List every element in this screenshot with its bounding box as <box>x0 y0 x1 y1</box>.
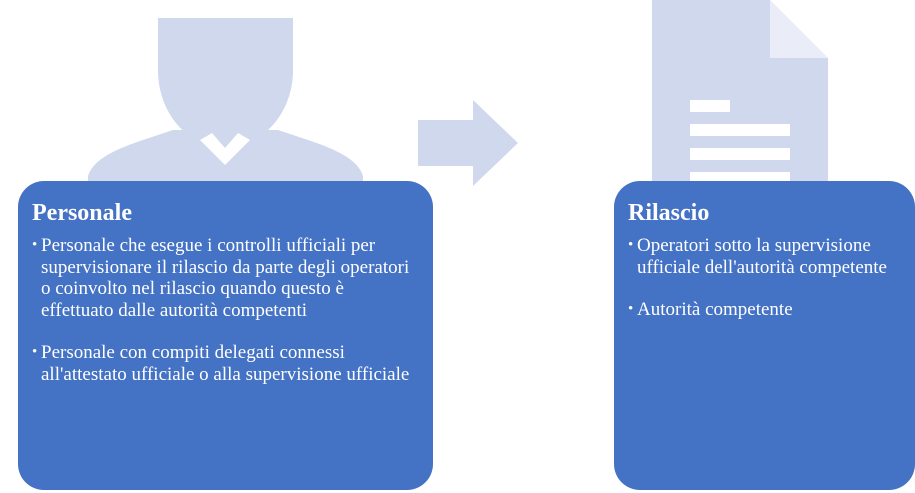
personale-item: Personale con compiti delegati connessi … <box>32 342 419 385</box>
personale-list: Personale che esegue i controlli ufficia… <box>32 235 419 385</box>
personale-title: Personale <box>32 200 132 226</box>
personale-card: Personale Personale che esegue i control… <box>18 181 433 490</box>
arrow-right-icon <box>418 100 518 186</box>
rilascio-card: Rilascio Operatori sotto la supervisione… <box>614 181 915 490</box>
rilascio-item: Autorità competente <box>628 299 905 321</box>
rilascio-title: Rilascio <box>628 200 710 226</box>
rilascio-list: Operatori sotto la supervisione ufficial… <box>628 235 905 321</box>
person-icon <box>88 18 363 185</box>
personale-item: Personale che esegue i controlli ufficia… <box>32 235 419 321</box>
document-icon <box>652 0 828 185</box>
rilascio-item: Operatori sotto la supervisione ufficial… <box>628 235 905 278</box>
